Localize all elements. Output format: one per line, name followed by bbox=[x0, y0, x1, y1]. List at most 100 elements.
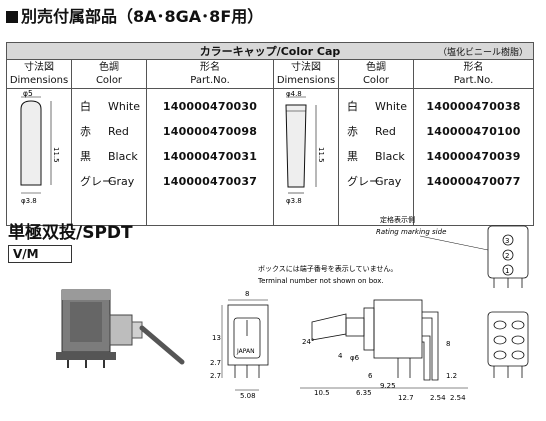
rating-side-jp: 定格表示側 bbox=[380, 215, 415, 224]
dim-h2-7: 2.7 bbox=[210, 359, 221, 367]
col-part-en: Part.No. bbox=[453, 75, 494, 86]
col-dimensions-en: Dimensions bbox=[9, 75, 69, 86]
dim-h8: 8 bbox=[446, 340, 450, 348]
rating-leader-line bbox=[419, 235, 489, 251]
col-part-jp: 形名 bbox=[463, 62, 484, 73]
dim-l9-25: 9.25 bbox=[380, 382, 396, 390]
col-part-right: 形名 Part.No. bbox=[413, 59, 534, 89]
terminal-bottom-view bbox=[487, 311, 529, 378]
color-jp: 黒 bbox=[347, 150, 358, 163]
color-en: Red bbox=[375, 125, 396, 138]
col-dimensions-en: Dimensions bbox=[276, 75, 336, 86]
color-cap-title-cell: カラーキャップ/Color Cap （塩化ビニール樹脂） bbox=[6, 42, 534, 60]
color-en: White bbox=[375, 100, 407, 113]
box-note-jp: ボックスには端子番号を表示していません。 bbox=[258, 264, 397, 273]
dim-h2-7b: 2.7 bbox=[210, 372, 221, 380]
japan-mark: JAPAN bbox=[236, 348, 255, 355]
section-header: 別売付属部品（8A･8GA･8F用） bbox=[6, 3, 263, 27]
list-item: 赤 Red bbox=[72, 119, 146, 144]
color-en: Gray bbox=[375, 175, 402, 188]
dim-angle: 24° bbox=[302, 338, 314, 346]
square-bullet-icon bbox=[6, 11, 18, 23]
part-number: 140000470100 bbox=[426, 125, 521, 138]
color-cap-table: カラーキャップ/Color Cap （塩化ビニール樹脂） 寸法図 Dimensio… bbox=[6, 42, 534, 226]
cap-right-bottom-dim: φ3.8 bbox=[286, 197, 302, 205]
col-color-jp: 色調 bbox=[366, 62, 386, 73]
dim-l2-54: 2.54 bbox=[430, 394, 446, 402]
cap-drawing-left: φ5 11.5 φ3.8 bbox=[20, 89, 60, 205]
part-list-right: 140000470038 140000470100 140000470039 1… bbox=[413, 88, 534, 226]
terminal-1: 1 bbox=[505, 267, 509, 275]
part-number: 140000470039 bbox=[426, 150, 521, 163]
dim-w5-08: 5.08 bbox=[240, 392, 256, 400]
color-jp: 白 bbox=[80, 100, 91, 113]
cap-drawing-right: φ4.8 11.5 φ3.8 bbox=[285, 90, 325, 205]
dim-l6-35: 6.35 bbox=[356, 389, 372, 397]
col-part-en: Part.No. bbox=[190, 75, 230, 86]
color-list-left: 白 White 赤 Red 黒 Black グレーGray bbox=[71, 88, 147, 226]
col-color-jp: 色調 bbox=[99, 62, 119, 73]
list-item: 黒 Black bbox=[72, 144, 146, 169]
terminal-2: 2 bbox=[505, 252, 509, 260]
color-cap-title: カラーキャップ/Color Cap bbox=[199, 45, 341, 58]
list-item: 白 White bbox=[339, 94, 413, 119]
list-item: グレーGray bbox=[72, 169, 146, 194]
color-en: Black bbox=[375, 150, 405, 163]
header-title: 別売付属部品 bbox=[21, 7, 118, 26]
rating-side-en: Rating marking side bbox=[376, 228, 446, 236]
list-item: 黒 Black bbox=[339, 144, 413, 169]
list-item: 白 White bbox=[72, 94, 146, 119]
col-color-en: Color bbox=[95, 75, 123, 86]
color-jp: 赤 bbox=[80, 125, 91, 138]
col-dimensions-jp: 寸法図 bbox=[24, 62, 54, 73]
dim-h1-2: 1.2 bbox=[446, 372, 457, 380]
dim-phi6: φ6 bbox=[350, 354, 360, 362]
dim-l12-7: 12.7 bbox=[398, 394, 414, 402]
part-number: 140000470038 bbox=[426, 100, 521, 113]
part-number: 140000470031 bbox=[162, 150, 258, 163]
terminal-3: 3 bbox=[505, 237, 509, 245]
dim-w8: 8 bbox=[245, 290, 249, 298]
cap-left-top-dim: φ5 bbox=[23, 89, 33, 98]
spdt-title: 単極双投/SPDT bbox=[8, 223, 133, 243]
dim-h4: 4 bbox=[338, 352, 343, 360]
cap-drawing-right-cell: φ4.8 11.5 φ3.8 bbox=[273, 88, 339, 226]
col-dimensions-jp: 寸法図 bbox=[291, 62, 321, 73]
cap-left-bottom-dim: φ3.8 bbox=[21, 197, 37, 205]
cap-left-height-dim: 11.5 bbox=[52, 147, 60, 163]
col-part-jp: 形名 bbox=[200, 62, 220, 73]
cap-right-top-dim: φ4.8 bbox=[286, 90, 302, 98]
model-label: V/M bbox=[8, 245, 72, 263]
color-en: Red bbox=[108, 125, 129, 138]
cap-right-height-dim: 11.5 bbox=[317, 147, 325, 163]
part-number: 140000470037 bbox=[162, 175, 258, 188]
col-part-left: 形名 Part.No. bbox=[146, 59, 274, 89]
box-note-en: Terminal number not shown on box. bbox=[257, 277, 384, 285]
col-color-en: Color bbox=[362, 75, 390, 86]
color-en: White bbox=[108, 100, 140, 113]
color-en: Gray bbox=[108, 175, 135, 188]
dim-m6: 6 bbox=[368, 372, 373, 380]
terminal-top-view bbox=[487, 225, 529, 288]
part-list-left: 140000470030 140000470098 140000470031 1… bbox=[146, 88, 274, 226]
dim-h13: 13 bbox=[212, 334, 221, 342]
color-jp: 黒 bbox=[80, 150, 91, 163]
header-models: （8A･8GA･8F用） bbox=[117, 7, 264, 26]
color-jp: 白 bbox=[347, 100, 358, 113]
color-en: Black bbox=[108, 150, 138, 163]
switch-photo bbox=[56, 289, 185, 368]
color-jp: グレー bbox=[80, 175, 113, 188]
cap-drawing-left-cell: φ5 11.5 φ3.8 bbox=[6, 88, 72, 226]
part-number: 140000470030 bbox=[162, 100, 258, 113]
col-dimensions-right: 寸法図 Dimensions bbox=[273, 59, 339, 89]
side-view bbox=[300, 299, 468, 389]
part-number: 140000470098 bbox=[162, 125, 258, 138]
dim-l2-54b: 2.54 bbox=[450, 394, 466, 402]
color-jp: グレー bbox=[347, 175, 380, 188]
material-note: （塩化ビニール樹脂） bbox=[437, 48, 528, 58]
dim-l10-5: 10.5 bbox=[314, 389, 330, 397]
list-item: グレーGray bbox=[339, 169, 413, 194]
